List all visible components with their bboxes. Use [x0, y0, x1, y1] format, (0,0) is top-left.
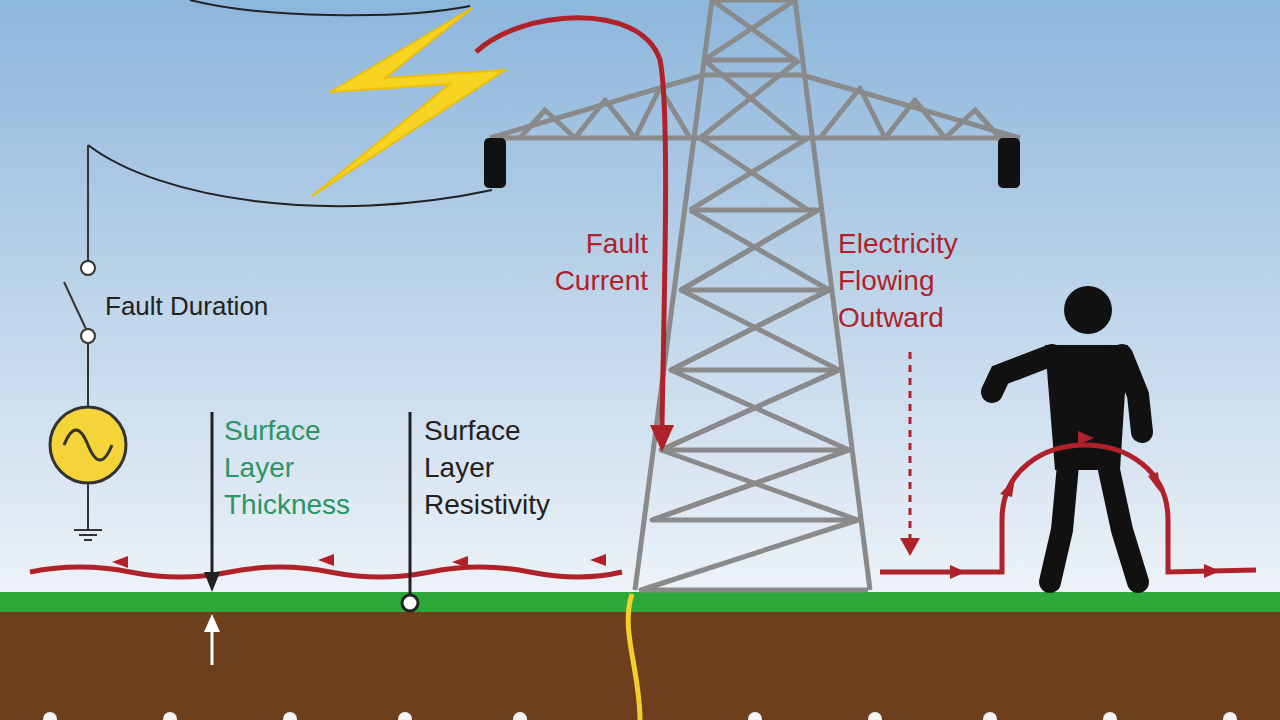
dot: [983, 712, 997, 720]
insulator: [998, 138, 1020, 188]
dot: [398, 712, 412, 720]
wire: [87, 343, 89, 407]
crossarm-lattice: [520, 88, 1000, 138]
arrowhead: [1148, 472, 1160, 492]
arrowhead: [1000, 478, 1015, 497]
sine-wave: [64, 430, 112, 460]
dot: [43, 712, 57, 720]
sky: [0, 0, 1280, 600]
dot: [868, 712, 882, 720]
overhead-wire: [190, 0, 470, 15]
thickness-label: Surface Layer Thickness: [224, 412, 350, 523]
fault-duration-label: Fault Duration: [105, 288, 268, 325]
person-silhouette: [992, 286, 1142, 582]
fault-current-label: Fault Current: [555, 225, 648, 299]
arrowhead: [900, 538, 920, 556]
ground-current-wave: [880, 445, 1256, 572]
fault-current-arrow: [476, 18, 666, 425]
probe-point: [402, 595, 418, 611]
lightning-bolt: [312, 8, 505, 196]
wire: [87, 483, 89, 530]
leg: [1108, 465, 1138, 582]
arrowhead: [452, 556, 468, 568]
tower-brace: [641, 210, 868, 590]
dot: [513, 712, 527, 720]
ac-source-symbol: [50, 407, 126, 483]
thickness-leader: [211, 632, 214, 665]
overhead-wire: [88, 145, 492, 206]
transmission-tower: [490, 0, 1020, 590]
wire: [87, 145, 89, 261]
ground-symbol: [84, 539, 92, 541]
arrowhead: [204, 614, 220, 632]
dot: [283, 712, 297, 720]
ground-symbol: [74, 529, 102, 531]
dashed-leader: [909, 352, 912, 538]
arrowhead: [1078, 431, 1094, 445]
head: [1064, 286, 1112, 334]
crossarm: [490, 75, 1020, 138]
tower-brace: [690, 60, 808, 210]
dot: [163, 712, 177, 720]
arrowhead: [112, 556, 128, 568]
flow-arrowheads: [950, 431, 1220, 579]
source-circuit: [50, 145, 126, 540]
arm: [1122, 355, 1142, 432]
flow-arrowheads: [112, 554, 606, 568]
arm: [992, 355, 1052, 392]
resistivity-leader: [409, 412, 412, 595]
dot: [1223, 712, 1237, 720]
arrowhead: [650, 425, 674, 452]
grass-strip: [0, 592, 1280, 612]
dot: [1103, 712, 1117, 720]
switch-blade: [64, 282, 86, 329]
insulator: [484, 138, 506, 188]
thickness-leader: [211, 412, 214, 572]
ground-current-wave: [30, 567, 622, 577]
arrowhead: [318, 554, 334, 566]
switch-contact: [81, 329, 95, 343]
ground-current: [628, 594, 640, 720]
tower-brace: [704, 0, 795, 60]
arrowhead: [950, 565, 966, 579]
resistivity-label: Surface Layer Resistivity: [424, 412, 550, 523]
ground-symbol: [79, 534, 97, 536]
dot: [748, 712, 762, 720]
outward-flow-label: Electricity Flowing Outward: [838, 225, 958, 336]
switch-contact: [81, 261, 95, 275]
arrowhead: [204, 572, 220, 592]
leg: [1050, 465, 1068, 582]
tower-brace: [712, 0, 795, 3]
tower-lattice: [652, 210, 858, 520]
arrowhead: [1204, 564, 1220, 578]
arrowhead: [590, 554, 606, 566]
